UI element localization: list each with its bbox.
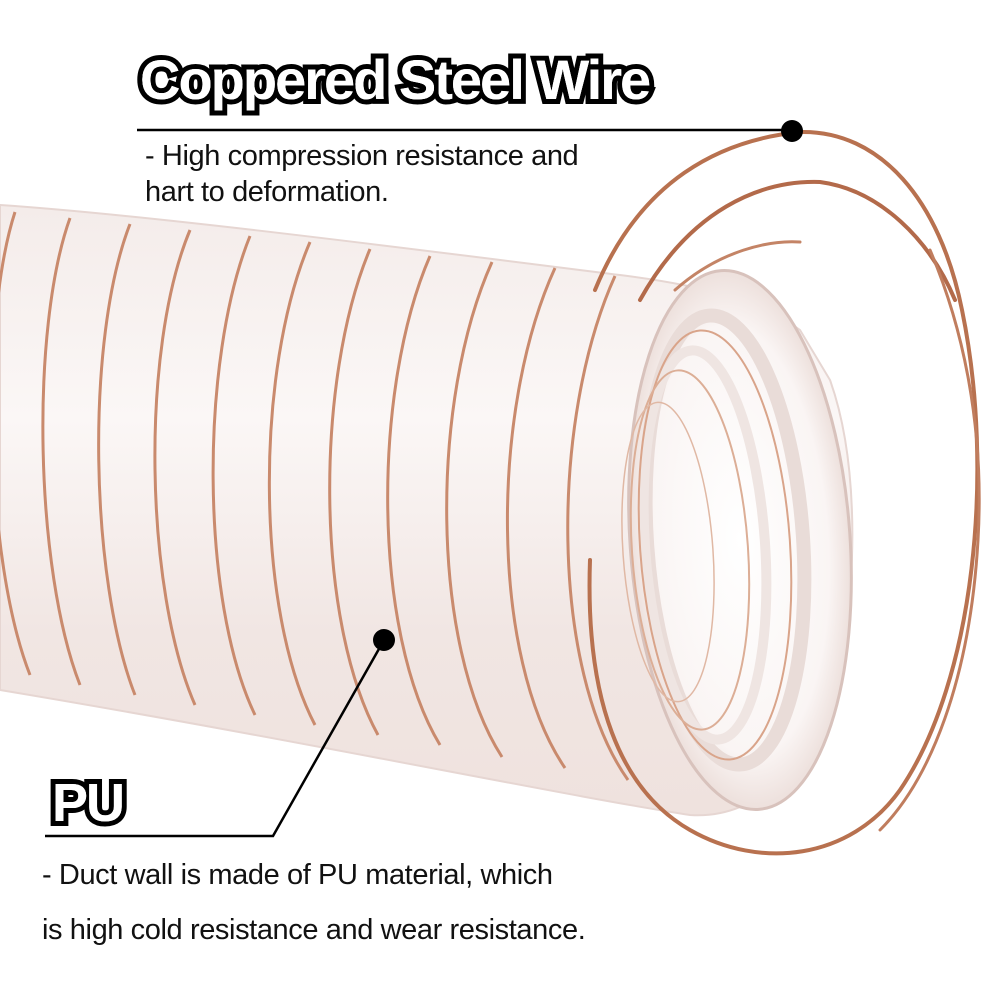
pu-description-line-2: is high cold resistance and wear resista… [42,914,586,946]
callout-dot-icon [373,629,395,651]
pu-callout-title: PU PU [47,771,130,835]
callout-lines [45,128,792,838]
pu-description-line-1: - Duct wall is made of PU material, whic… [42,859,553,891]
pu-callout-title-fill: PU [52,773,125,833]
wire-callout-title-fill: Coppered Steel Wire [140,48,651,111]
wire-description-line-1: - High compression resistance and [145,140,579,172]
hose-body [0,203,854,817]
wire-description-line-2: hart to deformation. [145,176,389,208]
wire-callout-title: Coppered Steel Wire Coppered Steel Wire [135,47,656,113]
pu-callout-line [45,639,386,838]
helix-wire-rings [0,211,630,781]
wire-callout-description: - High compression resistance and hart t… [145,138,579,210]
callout-dot-icon [781,120,803,142]
